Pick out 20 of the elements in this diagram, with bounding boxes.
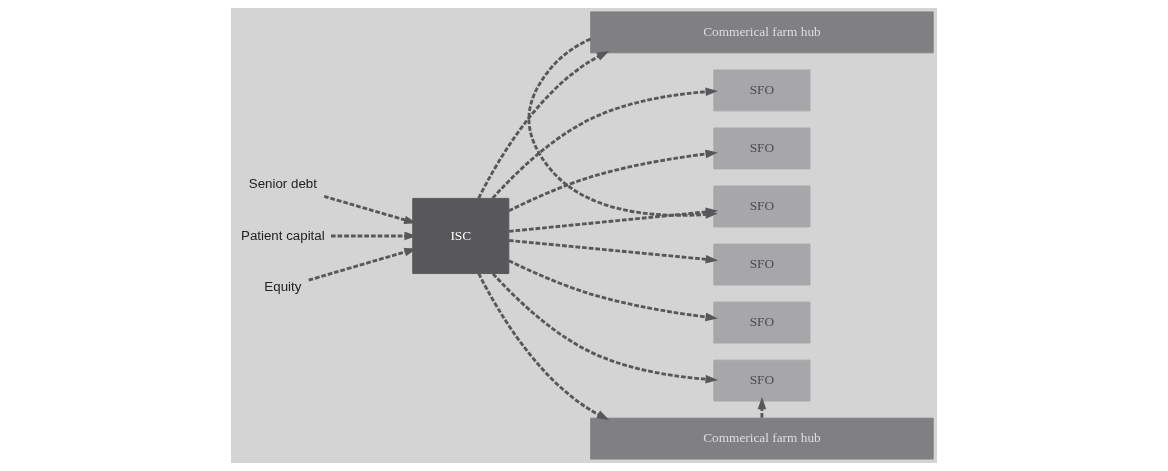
node-box: Commerical farm hub (590, 11, 934, 54)
node-box: SFO (713, 301, 811, 344)
node-text: Senior debt (248, 176, 317, 192)
node-box: SFO (713, 185, 811, 228)
node-box: ISC (412, 197, 510, 275)
node-box: SFO (713, 69, 811, 112)
arrow (491, 272, 718, 384)
node-text: Patient capital (241, 227, 325, 243)
node-box: SFO (713, 127, 811, 170)
arrow (508, 259, 718, 322)
arrow (509, 239, 719, 264)
arrow (757, 396, 767, 418)
arrow (477, 273, 610, 420)
node-box: SFO (713, 243, 811, 286)
arrow (477, 51, 610, 199)
node-text: Equity (264, 278, 302, 294)
arrow (508, 149, 718, 213)
node-box: Commerical farm hub (590, 417, 934, 460)
node-box: SFO (713, 359, 811, 402)
arrow (491, 87, 718, 200)
